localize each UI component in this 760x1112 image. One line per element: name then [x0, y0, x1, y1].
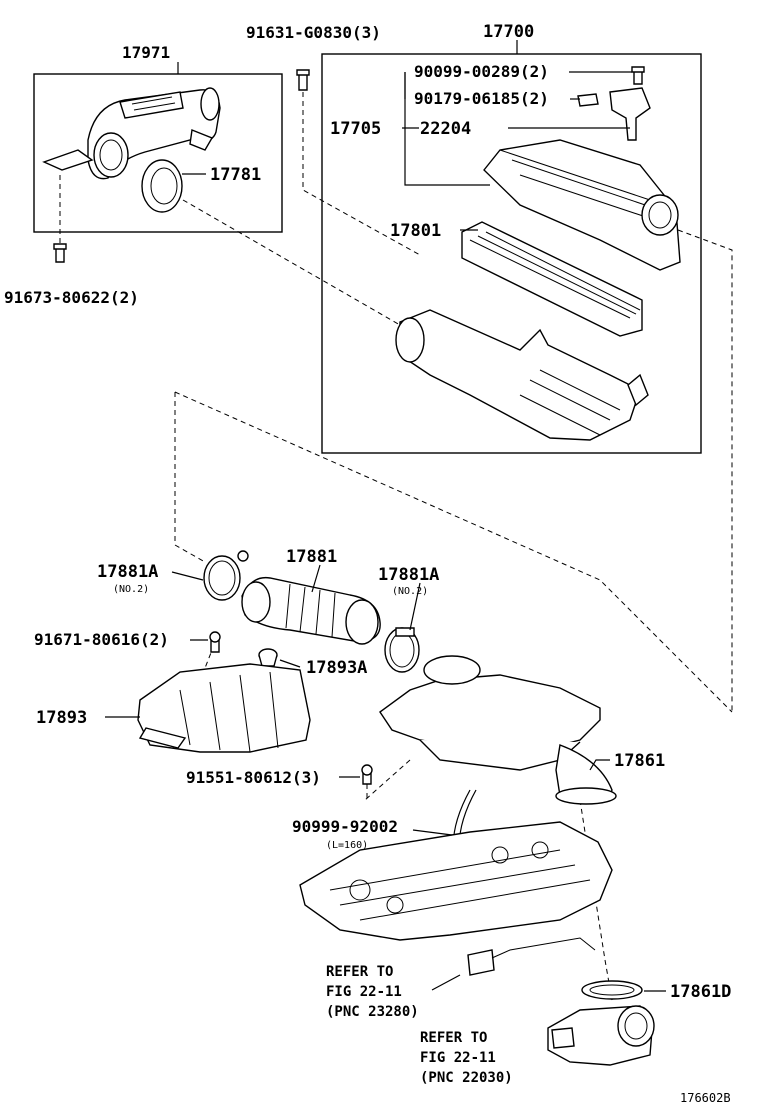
label-17893A: 17893A	[306, 658, 367, 678]
reference-1-line2: FIG 22-11	[326, 984, 402, 1000]
label-91631: 91631-G0830(3)	[246, 23, 381, 42]
reference-2-line1: REFER TO	[420, 1030, 487, 1046]
label-90999: 90999-92002	[292, 817, 398, 836]
label-17801: 17801	[390, 221, 441, 241]
reference-2-line3: (PNC 22030)	[420, 1070, 513, 1086]
clamp-icon	[203, 550, 249, 601]
label-90179: 90179-06185(2)	[414, 89, 549, 108]
label-17781: 17781	[210, 165, 261, 185]
connector-17893A-icon	[258, 648, 278, 667]
label-17881A-left: 17881A	[97, 562, 158, 582]
hose-icon	[241, 576, 381, 645]
assembly-dashed-lines	[59, 92, 733, 1001]
bolt-icon	[296, 69, 310, 91]
resonator-17893-icon	[137, 663, 311, 753]
clamp-icon	[384, 627, 420, 673]
air-cleaner-cap-icon	[483, 139, 681, 271]
bolt-icon	[361, 764, 373, 785]
air-cleaner-case-icon	[395, 309, 649, 441]
label-22204: 22204	[420, 119, 471, 139]
label-17881A-right: 17881A	[378, 565, 439, 585]
seal-ring-17781-icon	[141, 159, 183, 213]
reference-1-line3: (PNC 23280)	[326, 1004, 419, 1020]
reference-2-line2: FIG 22-11	[420, 1050, 496, 1066]
bolt-icon	[53, 243, 67, 263]
label-17861: 17861	[614, 751, 665, 771]
valve-cover-icon	[299, 821, 613, 941]
throttle-body-icon	[547, 1005, 655, 1066]
label-17705: 17705	[330, 119, 381, 139]
bolt-icon	[209, 631, 221, 653]
label-90099-00289: 90099-00289(2)	[414, 62, 549, 81]
bolt-icon	[631, 66, 645, 85]
air-cleaner-lower-icon	[379, 655, 617, 805]
label-17861D: 17861D	[670, 982, 731, 1002]
filter-icon	[461, 221, 643, 337]
note-17881A-right: (NO.2)	[392, 586, 428, 597]
label-17893: 17893	[36, 708, 87, 728]
sensor-icon	[577, 87, 651, 141]
diagram-id: 176602B	[680, 1091, 731, 1105]
gasket-17861D-icon	[581, 980, 643, 1000]
label-91673: 91673-80622(2)	[4, 288, 139, 307]
intake-duct-17971-icon	[42, 87, 221, 180]
group-box-17700	[321, 53, 702, 454]
group-box-17971	[33, 73, 283, 233]
label-17971: 17971	[122, 43, 170, 62]
leader-lines	[105, 40, 666, 992]
label-17700: 17700	[483, 22, 534, 42]
label-91671: 91671-80616(2)	[34, 630, 169, 649]
note-90999: (L=160)	[326, 840, 368, 851]
reference-1-line1: REFER TO	[326, 964, 393, 980]
sensor-icon	[467, 937, 596, 976]
label-17881: 17881	[286, 547, 337, 567]
note-17881A-left: (NO.2)	[113, 584, 149, 595]
label-91551: 91551-80612(3)	[186, 768, 321, 787]
